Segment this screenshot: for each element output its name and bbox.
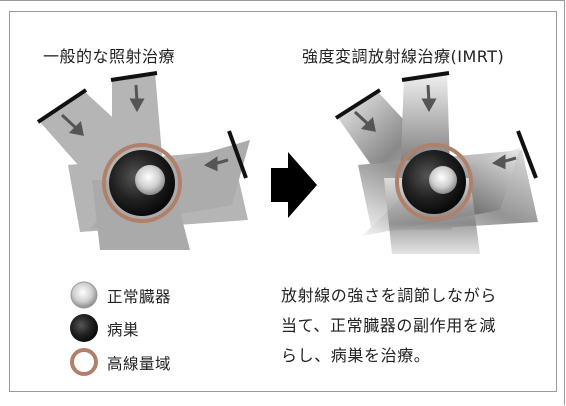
figure-border [9,11,557,392]
collimator-bar [227,130,248,179]
description-line-1: 放射線の強さを調節しながら [281,286,497,305]
collimator-bar [334,88,382,120]
imrt-high-dose-region [395,143,473,221]
high-dose-region [102,143,182,223]
normal-organ-icon [70,281,98,309]
imrt-beam-arrows [353,84,517,170]
legend-label-lesion: 病巣 [107,321,140,339]
imrt-description: 放射線の強さを調節しながら 当て、正常臓器の副作用を減 らし、病巣を治療。 [281,281,549,371]
beam-arrows [60,84,229,172]
collimator-bar [110,71,158,82]
legend-label-high-dose-region: 高線量域 [107,355,172,373]
collimator-bar [36,88,88,124]
conventional-therapy-title: 一般的な照射治療 [43,47,176,66]
description-line-2: 当て、正常臓器の副作用を減 [281,316,497,335]
normal-organ [135,165,165,195]
legend-label-normal-organ: 正常臓器 [107,288,172,306]
imrt-title: 強度変調放射線治療(IMRT) [302,47,505,66]
collimator-bar [401,71,450,82]
lesion-icon [70,314,98,342]
collimator-bar [516,130,538,179]
transition-arrow-icon [271,152,317,218]
high-dose-region-icon [70,348,98,376]
description-line-3: らし、病巣を治療。 [281,346,431,365]
imrt-normal-organ [429,166,457,194]
